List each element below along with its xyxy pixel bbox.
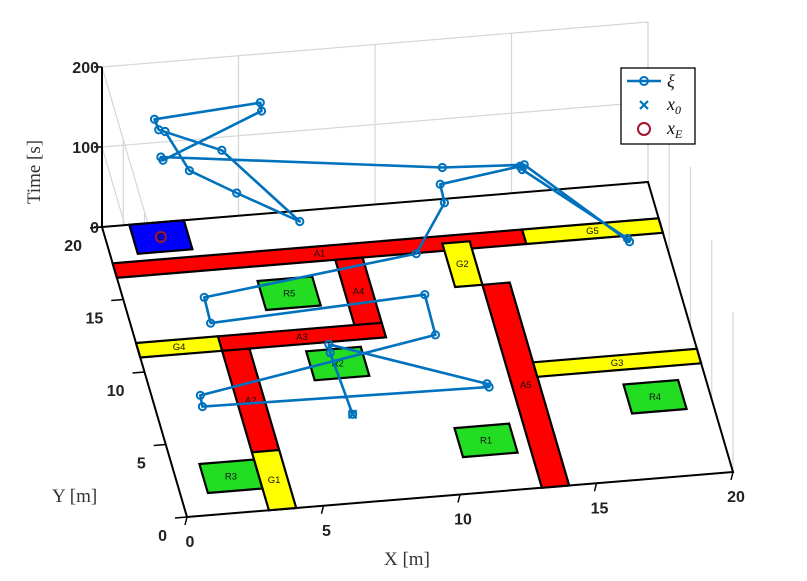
- x-tick-mark: [184, 516, 188, 526]
- legend-end-circle-icon: [637, 122, 651, 136]
- z-tick-label: 200: [72, 60, 99, 77]
- y-tick-mark: [111, 298, 124, 302]
- region-g3: [531, 347, 703, 378]
- x-tick-label: 0: [186, 534, 195, 551]
- z-tick-label: 100: [72, 140, 99, 157]
- region-r5: [256, 275, 323, 312]
- x-tick-label: 5: [322, 523, 331, 540]
- region-g4: [134, 335, 224, 359]
- x-tick-mark: [320, 505, 325, 514]
- region-label-a1: A1: [314, 249, 326, 260]
- region-g5: [520, 217, 665, 246]
- y-tick-mark: [132, 371, 145, 374]
- trajectory-point: [324, 339, 334, 349]
- trajectory-point: [517, 164, 527, 175]
- back-wall-gridline: [101, 101, 649, 148]
- trajectory-point: [411, 249, 421, 259]
- x-tick-mark: [457, 494, 461, 503]
- trajectory-point: [256, 106, 267, 116]
- x-tick-label: 20: [727, 489, 745, 506]
- region-g2: [440, 240, 484, 289]
- trajectory-point: [199, 292, 209, 302]
- trajectory-point: [197, 402, 208, 412]
- region-label-e: E: [158, 232, 164, 243]
- region-a5: [480, 281, 571, 489]
- y-tick-label: 0: [158, 528, 167, 545]
- trajectory-point: [149, 114, 160, 124]
- trajectory-point: [195, 390, 205, 400]
- region-label-a2: A2: [245, 395, 257, 406]
- region-label-g1: G1: [268, 475, 281, 486]
- region-label-g5: G5: [586, 226, 599, 237]
- trajectory-point: [435, 179, 445, 189]
- region-label-a3: A3: [296, 332, 308, 343]
- z-axis-label: Time [s]: [24, 140, 45, 204]
- x-tick-label: 15: [591, 500, 609, 517]
- legend-x0-sub: 0: [675, 103, 681, 117]
- x-tick-mark: [730, 471, 734, 481]
- trajectory-point: [255, 98, 265, 108]
- region-label-r5: R5: [283, 288, 295, 299]
- region-label-r3: R3: [225, 471, 237, 482]
- region-label-r2: R2: [332, 359, 344, 370]
- legend-x0-base: x: [666, 94, 675, 114]
- region-label-g4: G4: [173, 342, 186, 353]
- z-tick-label: 0: [90, 220, 99, 237]
- trajectory-point: [437, 162, 447, 173]
- region-a4: [333, 256, 384, 327]
- x-axis-label: X [m]: [384, 549, 430, 570]
- trajectory-point: [439, 198, 450, 208]
- region-label-a5: A5: [520, 380, 532, 391]
- trajectory-point: [430, 330, 440, 340]
- legend-x0-label: x0: [666, 94, 681, 117]
- trajectory-point: [217, 145, 227, 155]
- legend-cross-marker-icon: [639, 100, 649, 110]
- trajectory-point: [206, 318, 216, 328]
- x-tick-mark: [593, 483, 598, 492]
- region-r1: [453, 422, 520, 459]
- trajectory-point: [184, 166, 194, 176]
- trajectory-point: [519, 160, 529, 170]
- trajectory-point: [484, 382, 494, 392]
- region-label-g2: G2: [456, 259, 469, 270]
- y-tick-label: 20: [64, 238, 82, 255]
- legend-xe-label: xE: [666, 118, 683, 141]
- start-cross-marker: [347, 409, 358, 420]
- y-tick-label: 10: [107, 383, 125, 400]
- y-tick-label: 5: [137, 456, 146, 473]
- trajectory-point: [420, 290, 430, 300]
- region-label-r4: R4: [649, 392, 661, 403]
- region-g1: [250, 448, 298, 512]
- y-tick-label: 15: [85, 311, 103, 328]
- y-tick-mark: [174, 516, 188, 519]
- y-axis-label: Y [m]: [52, 486, 97, 507]
- trajectory-point: [325, 348, 335, 358]
- back-wall-gridline: [101, 21, 649, 68]
- legend-circle-marker-icon: [639, 76, 649, 86]
- trajectory-point: [158, 155, 168, 165]
- region-label-a4: A4: [353, 286, 365, 297]
- region-label-g3: G3: [611, 358, 624, 369]
- legend: ξ x0 xE: [620, 67, 696, 145]
- legend-xe-sub: E: [674, 127, 683, 141]
- region-label-r1: R1: [480, 435, 492, 446]
- x-tick-label: 10: [454, 512, 472, 529]
- y-tick-mark: [153, 443, 166, 447]
- trajectory-point: [160, 126, 170, 137]
- trajectory-series: [149, 98, 635, 420]
- trajectory-point: [348, 409, 358, 419]
- legend-box: [620, 67, 696, 145]
- legend-xi-label: ξ: [667, 71, 675, 91]
- region-r4: [622, 378, 689, 415]
- region-e: [127, 219, 194, 255]
- trajectory-point: [232, 188, 242, 198]
- end-circle-marker: [154, 231, 167, 243]
- trajectory-point: [295, 216, 305, 227]
- trajectory-point: [624, 237, 635, 247]
- legend-xe-base: x: [666, 118, 675, 138]
